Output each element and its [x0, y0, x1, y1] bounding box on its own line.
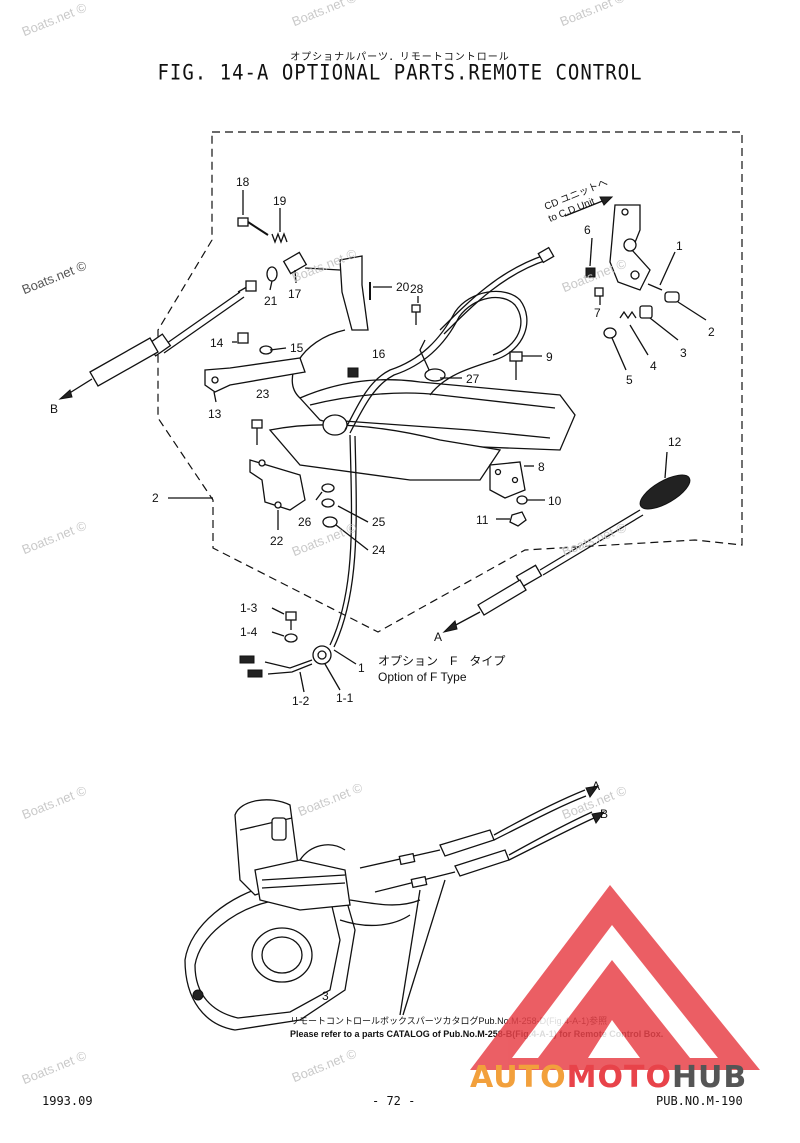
callout-28: 28 — [410, 282, 424, 296]
part-19-spring — [271, 232, 288, 244]
brand-watermark-logo — [470, 885, 760, 1070]
callout-16: 16 — [372, 347, 386, 361]
callout-19: 19 — [273, 194, 287, 208]
callout-4: 4 — [650, 359, 657, 373]
arrow-b-top-label: B — [50, 402, 58, 416]
note-en: Please refer to a parts CATALOG of Pub.N… — [290, 1029, 663, 1039]
assembly-boundary — [157, 131, 743, 633]
parts-right-stack — [594, 283, 680, 339]
cable-b-top — [58, 280, 257, 400]
figure-title: FIG. 14-A OPTIONAL PARTS.REMOTE CONTROL — [157, 60, 643, 86]
note-jp: リモートコントロールボックスパーツカタログPub.No.M-258-D(Fig.… — [290, 1015, 607, 1026]
callout-1-lower: 1 — [358, 661, 365, 675]
callout-2-left: 2 — [152, 491, 159, 505]
cd-unit-arrow — [564, 196, 614, 217]
part-23-bolt — [251, 419, 263, 445]
callout-2-right: 2 — [708, 325, 715, 339]
callout-1-top: 1 — [676, 239, 683, 253]
callout-12: 12 — [668, 435, 682, 449]
callout-3-box: 3 — [322, 989, 329, 1003]
callout-23: 23 — [256, 387, 270, 401]
callout-11: 11 — [476, 513, 489, 527]
engine-bracket — [268, 329, 576, 481]
part-28-screw — [411, 304, 421, 325]
callout-labels: 18 19 21 17 20 28 6 1 7 2 3 4 5 9 16 27 … — [50, 175, 715, 1039]
callout-26: 26 — [298, 515, 312, 529]
option-en: Option of F Type — [378, 670, 467, 684]
footer-pub: PUB.NO.M-190 — [656, 1094, 743, 1108]
callout-3-right: 3 — [680, 346, 687, 360]
part-9-screw — [509, 351, 523, 380]
callout-1-4: 1-4 — [240, 625, 258, 639]
japanese-title: オプショナルパーツ．リモートコントロール — [290, 52, 510, 63]
callout-25: 25 — [372, 515, 386, 529]
part-17-joint — [282, 251, 308, 275]
wire-harness — [239, 434, 357, 678]
callout-21: 21 — [264, 294, 278, 308]
part-22-bracket — [249, 459, 306, 511]
arrow-a-bottom-label: A — [592, 779, 600, 793]
brand-wordmark: AUTOMOTOHUB — [470, 1060, 747, 1095]
callout-17: 17 — [288, 287, 302, 301]
callout-22: 22 — [270, 534, 284, 548]
callout-1-2: 1-2 — [292, 694, 310, 708]
washers-24-26 — [321, 483, 338, 528]
part-13-bracket — [204, 332, 306, 393]
arrow-b-bottom-label: B — [600, 807, 608, 821]
part-6-plate — [585, 204, 651, 291]
part-27-clamp — [424, 368, 446, 382]
option-jp: オプション F タイプ — [378, 654, 505, 668]
part-21-washer — [266, 266, 278, 282]
part-8-bracket — [489, 461, 528, 527]
callout-14: 14 — [210, 336, 224, 350]
remote-control-box — [184, 799, 356, 1031]
callout-5: 5 — [626, 373, 633, 387]
callout-24: 24 — [372, 543, 386, 557]
part-16-nut — [347, 367, 359, 378]
remote-cables — [339, 785, 606, 1016]
callout-10: 10 — [548, 494, 562, 508]
callout-20: 20 — [396, 280, 410, 294]
part-12-grip — [639, 474, 691, 510]
part-18-bolt — [237, 217, 269, 236]
callout-1-1: 1-1 — [336, 691, 354, 705]
lever-arm — [304, 255, 369, 331]
callout-15: 15 — [290, 341, 304, 355]
footer-page: - 72 - — [372, 1094, 416, 1108]
callout-9: 9 — [546, 350, 553, 364]
callout-7: 7 — [594, 306, 601, 320]
callout-1-3: 1-3 — [240, 601, 258, 615]
callout-27: 27 — [466, 372, 480, 386]
leader-lines — [168, 190, 707, 693]
cable-a-top — [442, 509, 644, 633]
brand-hub: HUB — [671, 1060, 748, 1095]
callout-6: 6 — [584, 223, 591, 237]
main-cable-loop — [344, 246, 555, 434]
brand-moto: MOTO — [566, 1060, 672, 1095]
callout-8: 8 — [538, 460, 545, 474]
parts-1-3-1-4 — [284, 611, 298, 643]
callout-18: 18 — [236, 175, 250, 189]
brand-auto: AUTO — [470, 1060, 567, 1095]
arrow-a-top-label: A — [434, 630, 442, 644]
footer-date: 1993.09 — [42, 1094, 93, 1108]
callout-13: 13 — [208, 407, 222, 421]
